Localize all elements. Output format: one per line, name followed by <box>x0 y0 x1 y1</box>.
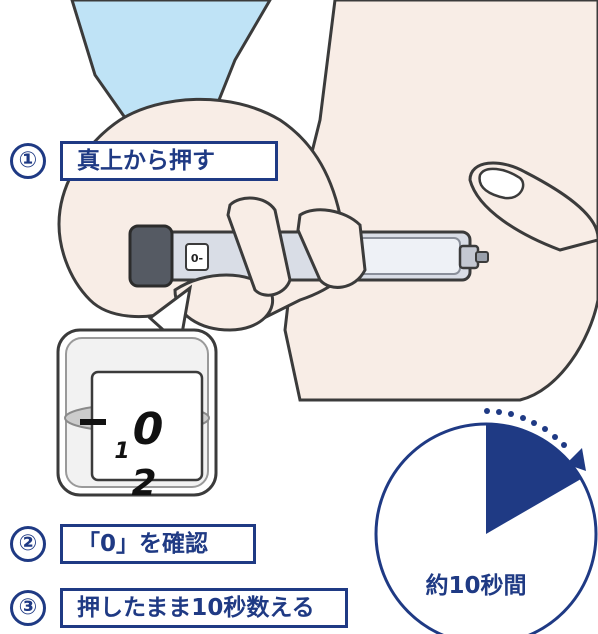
step-3-number: ③ <box>10 590 46 626</box>
step-1: ① 真上から押す <box>10 141 278 181</box>
middle-finger <box>296 208 367 289</box>
dotted-arrow <box>484 408 586 471</box>
step-3: ③ 押したまま10秒数える <box>10 588 348 628</box>
fingernail <box>478 167 525 200</box>
thumb <box>173 273 274 332</box>
dial-number-1: 1 <box>114 439 129 464</box>
step-3-label: 押したまま10秒数える <box>60 588 348 628</box>
dial-number-2: 2 <box>131 463 156 504</box>
dose-window-number: 0- <box>191 252 203 265</box>
timer-sector <box>486 424 581 534</box>
dose-window-magnified <box>90 370 204 482</box>
timer-label: 約10秒間 <box>425 573 527 599</box>
step-2: ② 「0」を確認 <box>10 524 256 564</box>
index-finger <box>226 196 292 297</box>
step-2-number: ② <box>10 526 46 562</box>
step-1-label: 真上から押す <box>60 141 278 181</box>
step-1-number: ① <box>10 143 46 179</box>
dose-pointer-mark <box>80 419 106 425</box>
step-2-label: 「0」を確認 <box>60 524 256 564</box>
body-skin <box>283 0 598 402</box>
dial-number-0: 0 <box>133 404 164 455</box>
